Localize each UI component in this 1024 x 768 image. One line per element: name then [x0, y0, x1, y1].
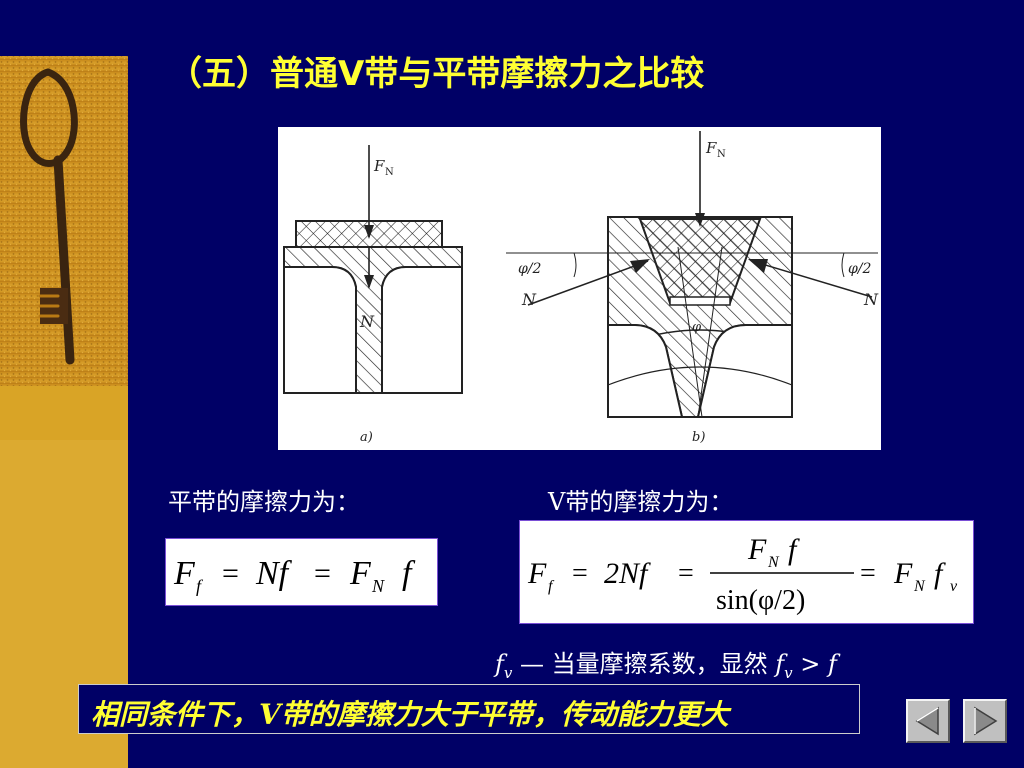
note-text: — 当量摩擦系数，显然	[512, 650, 776, 678]
key-photo	[0, 0, 128, 768]
belt-cross-section-figure: F N N a) F N φ/2	[283, 131, 879, 445]
flat-belt-label: 平带的摩擦力为：	[168, 488, 360, 516]
conclusion-box: 相同条件下，V带的摩擦力大于平带，传动能力更大	[78, 684, 860, 734]
formula-operator: =	[860, 558, 876, 589]
flat-belt-formula: F f = Nf = F N f	[165, 538, 438, 606]
phi-half-right-label: φ/2	[848, 261, 872, 277]
fn-sub-a: N	[385, 167, 394, 178]
note-symbol: f	[828, 650, 837, 678]
formula-symbol: F	[349, 555, 372, 592]
flat-belt-diagram: F N N a)	[283, 145, 463, 445]
conclusion-text: 相同条件下，V带的摩擦力大于平带，传动能力更大	[91, 698, 729, 731]
formula-symbol: f	[934, 557, 946, 590]
sidebar	[0, 0, 128, 768]
formula-subscript: N	[767, 554, 780, 571]
formula-operator: =	[314, 557, 331, 590]
n-right-label: N	[863, 290, 879, 309]
formula-symbol: F	[527, 557, 547, 590]
formula-symbol: 2Nf	[604, 557, 651, 590]
formula-operator: =	[678, 558, 694, 589]
formula-symbol: F	[893, 557, 913, 590]
fn-label-b: F	[705, 139, 717, 157]
note-operator: >	[792, 650, 829, 678]
formula-subscript: N	[371, 576, 385, 596]
caption-b: b)	[692, 430, 705, 445]
formula-operator: =	[222, 557, 239, 590]
fn-sub-b: N	[717, 149, 726, 160]
formula-symbol: Nf	[255, 555, 293, 592]
formula-operator: =	[572, 558, 588, 589]
note-subscript: v	[503, 663, 513, 682]
equivalent-friction-note: fv — 当量摩擦系数，显然 fv > f	[495, 644, 837, 682]
n-left-label: N	[521, 290, 537, 309]
v-belt-formula: F f = 2Nf = F N f sin(φ/2) = F N f v	[519, 520, 974, 624]
v-belt-label: V带的摩擦力为：	[548, 488, 734, 516]
figure-box: F N N a) F N φ/2	[278, 127, 881, 450]
note-subscript: v	[784, 663, 793, 682]
formula-subscript: N	[913, 578, 926, 595]
formula-subscript: v	[950, 578, 958, 595]
formula-denominator: sin(φ/2)	[716, 585, 805, 616]
fn-label-a: F	[373, 157, 385, 175]
formula-symbol: F	[173, 555, 196, 592]
key-icon	[20, 68, 78, 365]
slide-title: （五）普通V带与平带摩擦力之比较	[168, 54, 705, 94]
phi-label: φ	[692, 320, 702, 335]
triangle-right-icon	[974, 706, 998, 736]
formula-symbol: F	[747, 533, 767, 566]
next-slide-button[interactable]	[963, 699, 1007, 743]
formula-subscript: f	[548, 578, 555, 595]
formula-symbol: f	[788, 533, 800, 566]
caption-a: a)	[360, 430, 373, 445]
triangle-left-icon	[915, 706, 939, 736]
formula-subscript: f	[196, 576, 204, 596]
previous-slide-button[interactable]	[906, 699, 950, 743]
n-label-a: N	[359, 312, 375, 331]
note-symbol: f	[495, 650, 504, 678]
note-symbol: f	[775, 650, 785, 678]
phi-half-left-label: φ/2	[518, 261, 542, 277]
formula-symbol: f	[402, 555, 416, 592]
v-belt-diagram: F N φ/2 φ/2 N N φ b)	[506, 131, 879, 445]
